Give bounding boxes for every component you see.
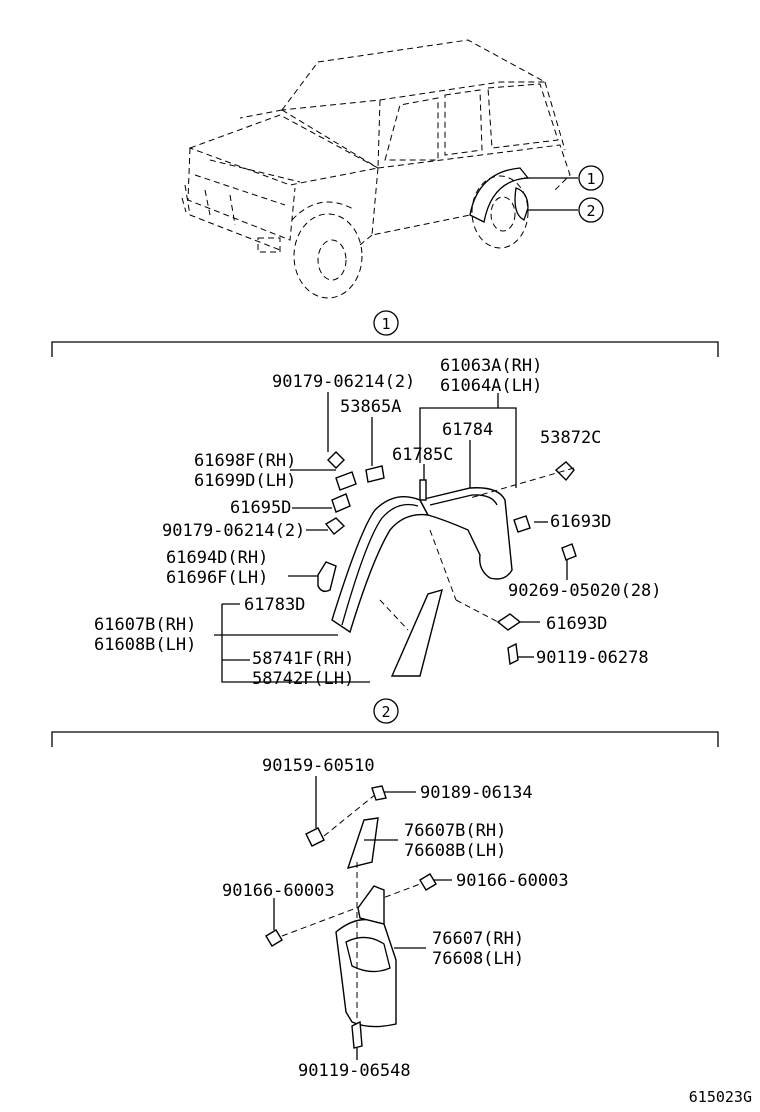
section-1-leaders	[214, 392, 575, 683]
callout-2-label: 2	[586, 202, 595, 220]
diagram-code: 615023G	[689, 1088, 752, 1106]
label-90179-06214-b: 90179-06214(2)	[162, 521, 305, 541]
label-90269-05020: 90269-05020(28)	[508, 581, 662, 601]
label-61064a: 61064A(LH)	[440, 376, 542, 396]
label-76607b: 76607B(RH)	[404, 821, 506, 841]
section-1-bracket	[51, 341, 719, 357]
label-61784: 61784	[442, 420, 493, 440]
label-90119-06548: 90119-06548	[298, 1061, 411, 1081]
label-61695d: 61695D	[230, 498, 291, 518]
label-76608: 76608(LH)	[432, 949, 524, 969]
label-61699d: 61699D(LH)	[194, 471, 296, 491]
label-90179-06214-a: 90179-06214(2)	[272, 372, 415, 392]
label-61694d: 61694D(RH)	[166, 548, 268, 568]
label-90119-06278: 90119-06278	[536, 648, 649, 668]
label-53865a: 53865A	[340, 397, 401, 417]
section-2-leaders	[273, 776, 452, 1060]
callout-1-vehicle	[578, 165, 604, 191]
section-1-marker-label: 1	[381, 315, 390, 333]
label-61698f: 61698F(RH)	[194, 451, 296, 471]
label-90159-60510: 90159-60510	[262, 756, 375, 776]
callout-1-label: 1	[586, 170, 595, 188]
label-58741f: 58741F(RH)	[252, 649, 354, 669]
section-2-marker	[373, 698, 399, 724]
label-76608b: 76608B(LH)	[404, 841, 506, 861]
label-53872c: 53872C	[540, 428, 601, 448]
callout-2-vehicle	[578, 197, 604, 223]
section-2-bracket	[51, 731, 719, 747]
label-61608b: 61608B(LH)	[94, 635, 196, 655]
label-90166-60003-a: 90166-60003	[222, 881, 335, 901]
label-61696f: 61696F(LH)	[166, 568, 268, 588]
label-90166-60003-b: 90166-60003	[456, 871, 569, 891]
label-76607: 76607(RH)	[432, 929, 524, 949]
section-1-marker	[373, 310, 399, 336]
section-2-parts	[265, 785, 437, 1049]
vehicle-illustration	[181, 39, 571, 299]
section-1-parts	[317, 451, 577, 677]
label-61783d: 61783D	[244, 595, 305, 615]
label-61063a: 61063A(RH)	[440, 356, 542, 376]
label-58742f: 58742F(LH)	[252, 669, 354, 689]
section-2-marker-label: 2	[381, 703, 390, 721]
label-61693d-b: 61693D	[546, 614, 607, 634]
label-90189-06134: 90189-06134	[420, 783, 533, 803]
label-61693d-a: 61693D	[550, 512, 611, 532]
label-61785c: 61785C	[392, 445, 453, 465]
label-61607b: 61607B(RH)	[94, 615, 196, 635]
